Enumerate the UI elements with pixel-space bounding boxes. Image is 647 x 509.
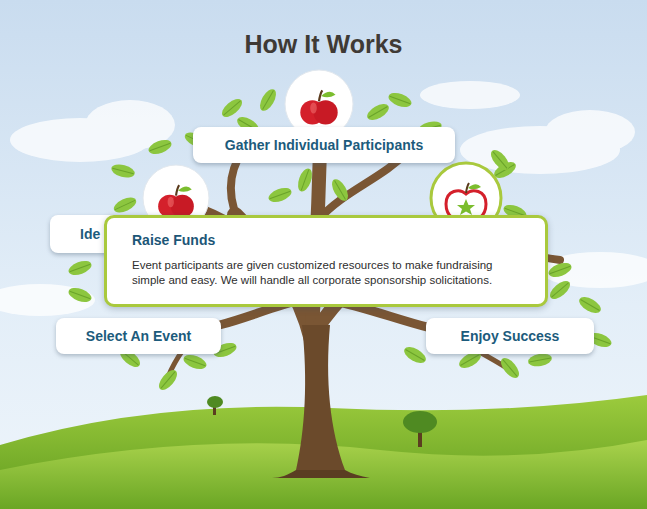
step-label: Ide [80, 226, 100, 242]
step-label: Gather Individual Participants [225, 137, 423, 153]
step-label: Select An Event [86, 328, 191, 344]
step-box: Gather Individual Participants [193, 127, 455, 163]
popup-heading: Raise Funds [132, 232, 521, 248]
diagram-title: How It Works [245, 30, 403, 58]
info-popup: Raise FundsEvent participants are given … [104, 215, 548, 307]
step-label: Enjoy Success [461, 328, 560, 344]
step-box: Select An Event [56, 318, 221, 354]
title-bar: How It Works [0, 30, 647, 59]
step-box: Enjoy Success [426, 318, 594, 354]
popup-body: Event participants are given customized … [132, 258, 521, 288]
